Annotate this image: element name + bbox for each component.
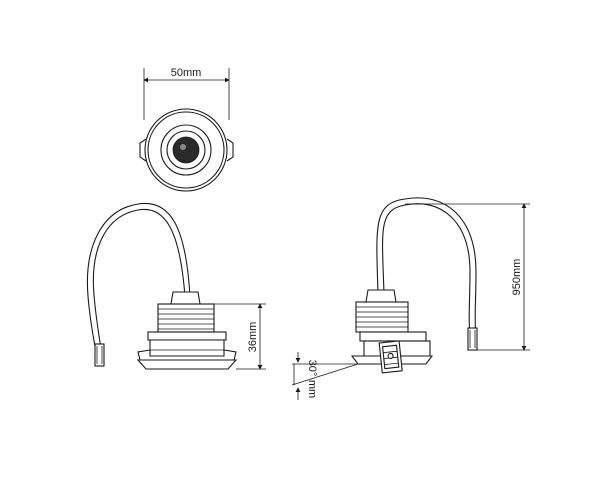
collar (359, 331, 427, 342)
bezel-inner-ring (147, 111, 225, 189)
tilt-unit-label: mm (306, 380, 318, 398)
cable-end (94, 343, 105, 367)
tilt-angle-label: 30° (306, 360, 318, 377)
lens-highlight (180, 144, 186, 150)
collar (147, 331, 227, 341)
spring-clip (139, 138, 147, 162)
cable-end (467, 327, 478, 351)
spring-left (137, 349, 151, 361)
cable-inner (376, 197, 477, 337)
cable-outer (92, 208, 186, 351)
lens-line (383, 350, 398, 354)
driver-body (157, 303, 215, 333)
top-view: 50mm (139, 67, 234, 192)
lens-ring (166, 130, 206, 170)
led-lens (172, 136, 200, 164)
tilted-module (378, 340, 403, 374)
pivot-screw (387, 352, 394, 359)
cable-length-label: 950mm (511, 259, 523, 296)
spring-clip (226, 138, 234, 162)
spring-right (223, 349, 237, 361)
cable-gland (365, 289, 397, 303)
bezel (136, 359, 238, 370)
housing (149, 339, 225, 357)
side-view-right: 950mm 30° mm (291, 197, 530, 400)
cable-outer (382, 203, 471, 335)
cable-inner (86, 202, 191, 353)
lens-line (384, 362, 399, 366)
tilt-angle-line (291, 363, 359, 386)
height-label: 36mm (247, 322, 259, 353)
cable-gland (170, 291, 201, 305)
lens-housing (160, 124, 212, 176)
diameter-label: 50mm (171, 67, 202, 79)
side-view-left: 36mm (86, 202, 266, 370)
